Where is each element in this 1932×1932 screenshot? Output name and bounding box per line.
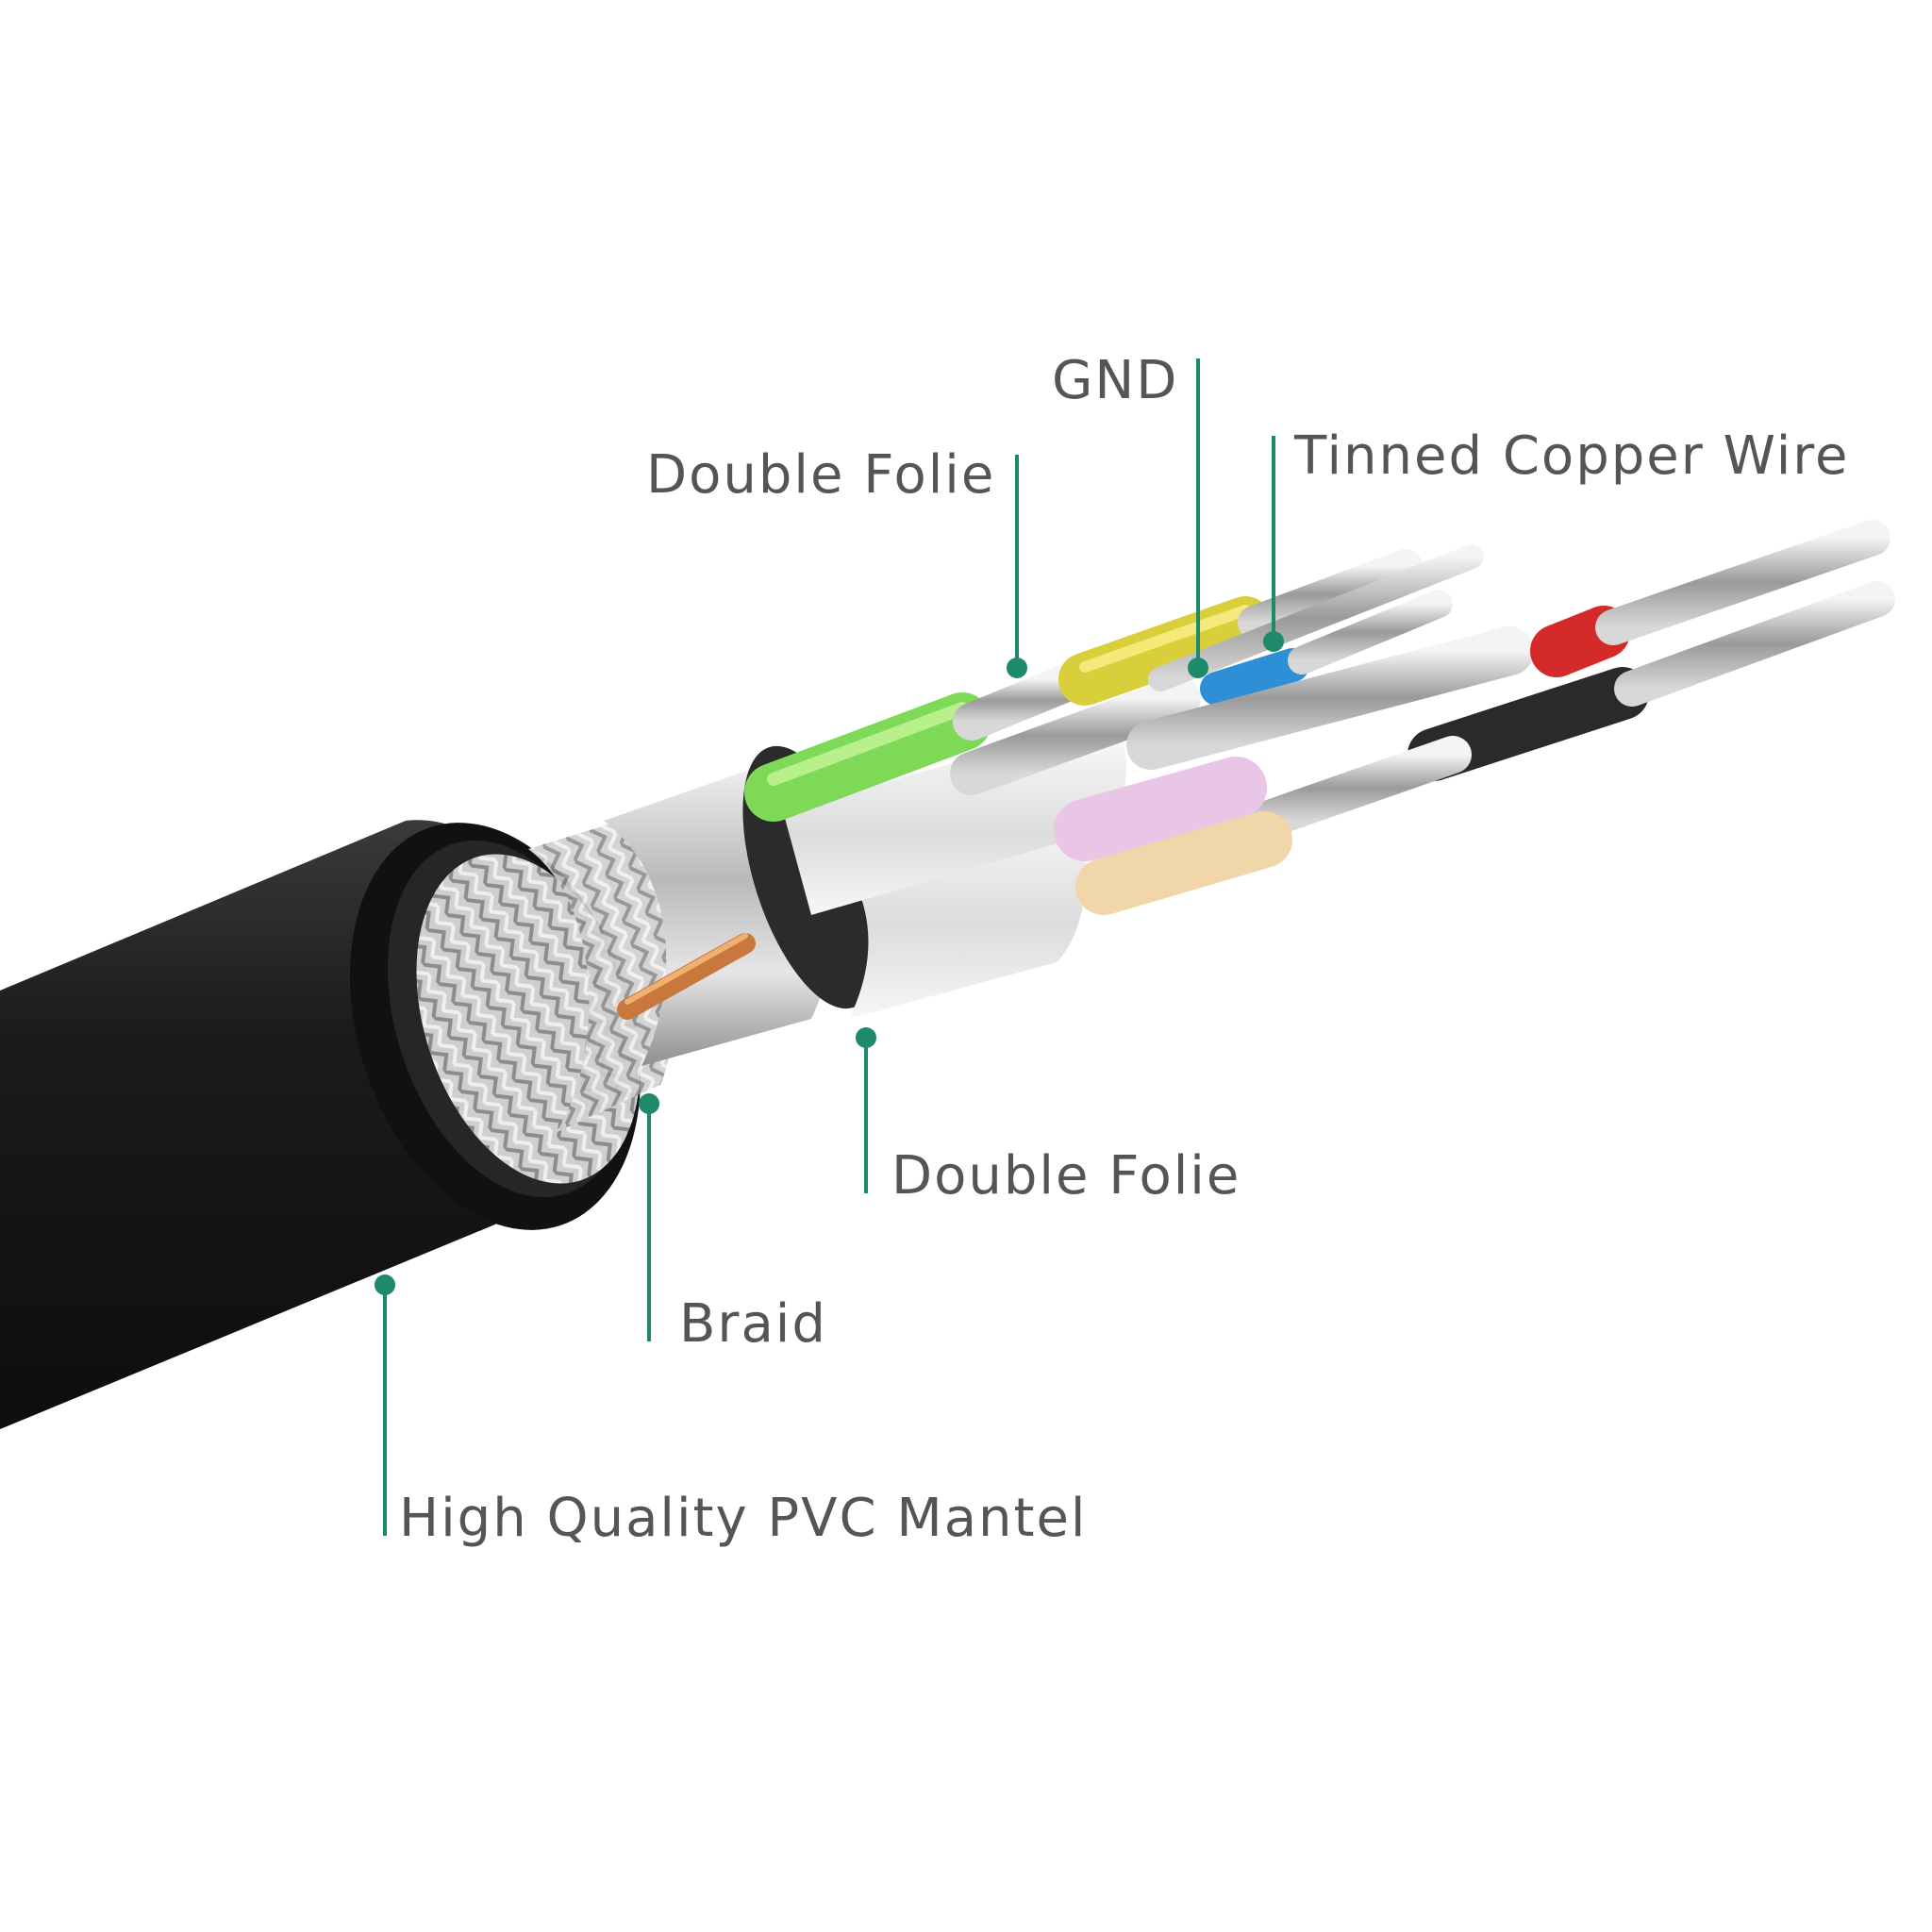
pvc-mantel-label: High Quality PVC Mantel (399, 1488, 1087, 1549)
lower-strand-bundle (1245, 736, 1472, 840)
braid-shield-body (528, 811, 678, 1132)
yellow-wire-strands (1238, 549, 1423, 640)
braid-label: Braid (679, 1293, 827, 1355)
callout-gnd: GND (1052, 350, 1208, 678)
blue-wire (1200, 648, 1309, 706)
braid-marker-dot (639, 1093, 659, 1114)
callout-double-folie-top: Double Folie (646, 444, 1027, 678)
callout-double-folie-bottom: Double Folie (856, 1027, 1241, 1207)
gnd-marker-dot (1188, 658, 1208, 678)
upper-strand-bundle (950, 676, 1201, 795)
gnd-strand (1148, 544, 1484, 691)
pink-wire (1054, 757, 1267, 861)
blue-wire-strands (1288, 590, 1453, 675)
copper-drain-wire (617, 933, 756, 1020)
green-wire-strands (953, 660, 1094, 741)
red-wire-strands (1595, 520, 1890, 645)
callout-pvc-mantel: High Quality PVC Mantel (375, 1274, 1087, 1549)
pvc-mantel-marker-dot (375, 1274, 395, 1295)
double-folie-bottom-marker-dot (856, 1027, 876, 1048)
gnd-label: GND (1052, 350, 1178, 411)
tinned-copper-wire-label: Tinned Copper Wire (1293, 425, 1850, 487)
green-wire (744, 692, 991, 822)
callout-tinned-copper-wire: Tinned Copper Wire (1263, 425, 1850, 652)
cable-illustration (0, 520, 1895, 1429)
yellow-wire (1058, 596, 1272, 706)
tinned-copper-wire-marker-dot (1263, 631, 1284, 652)
double-folie-top-marker-dot (1007, 658, 1027, 678)
long-silver-strand (1126, 626, 1534, 770)
callout-braid: Braid (639, 1093, 827, 1355)
double-folie-top-label: Double Folie (646, 444, 995, 506)
tan-wire (1075, 811, 1292, 915)
double-folie-bottom-label: Double Folie (891, 1145, 1241, 1207)
red-wire (1530, 606, 1630, 677)
black-wire-strands (1614, 581, 1895, 707)
